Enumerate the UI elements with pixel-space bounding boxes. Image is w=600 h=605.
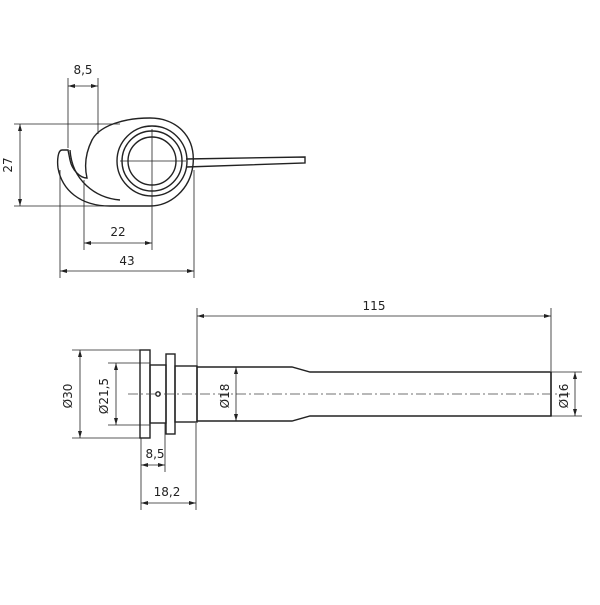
- dim-tip-diameter: Ø16: [557, 384, 571, 409]
- dim-height: 27: [1, 157, 15, 172]
- dim-head-length: 18,2: [154, 485, 181, 499]
- dim-collar-diameter: Ø21,5: [97, 378, 111, 414]
- dim-overall-length: 115: [363, 299, 386, 313]
- hook-outline: [56, 117, 194, 207]
- dim-flange-diameter: Ø30: [61, 384, 75, 409]
- dim-hook-offset: 8,5: [73, 63, 92, 77]
- wire-tail: [185, 156, 306, 168]
- dim-center-distance: 22: [110, 225, 125, 239]
- side-view: 115 Ø30 Ø21,5 Ø18 Ø16 8,5: [61, 299, 582, 510]
- dim-groove-width: 8,5: [145, 447, 164, 461]
- top-view: 8,5 27 22 43: [1, 63, 306, 278]
- dim-overall-width: 43: [119, 254, 134, 268]
- dim-shaft-diameter: Ø18: [218, 384, 232, 409]
- hook-inner-curve: [69, 149, 121, 201]
